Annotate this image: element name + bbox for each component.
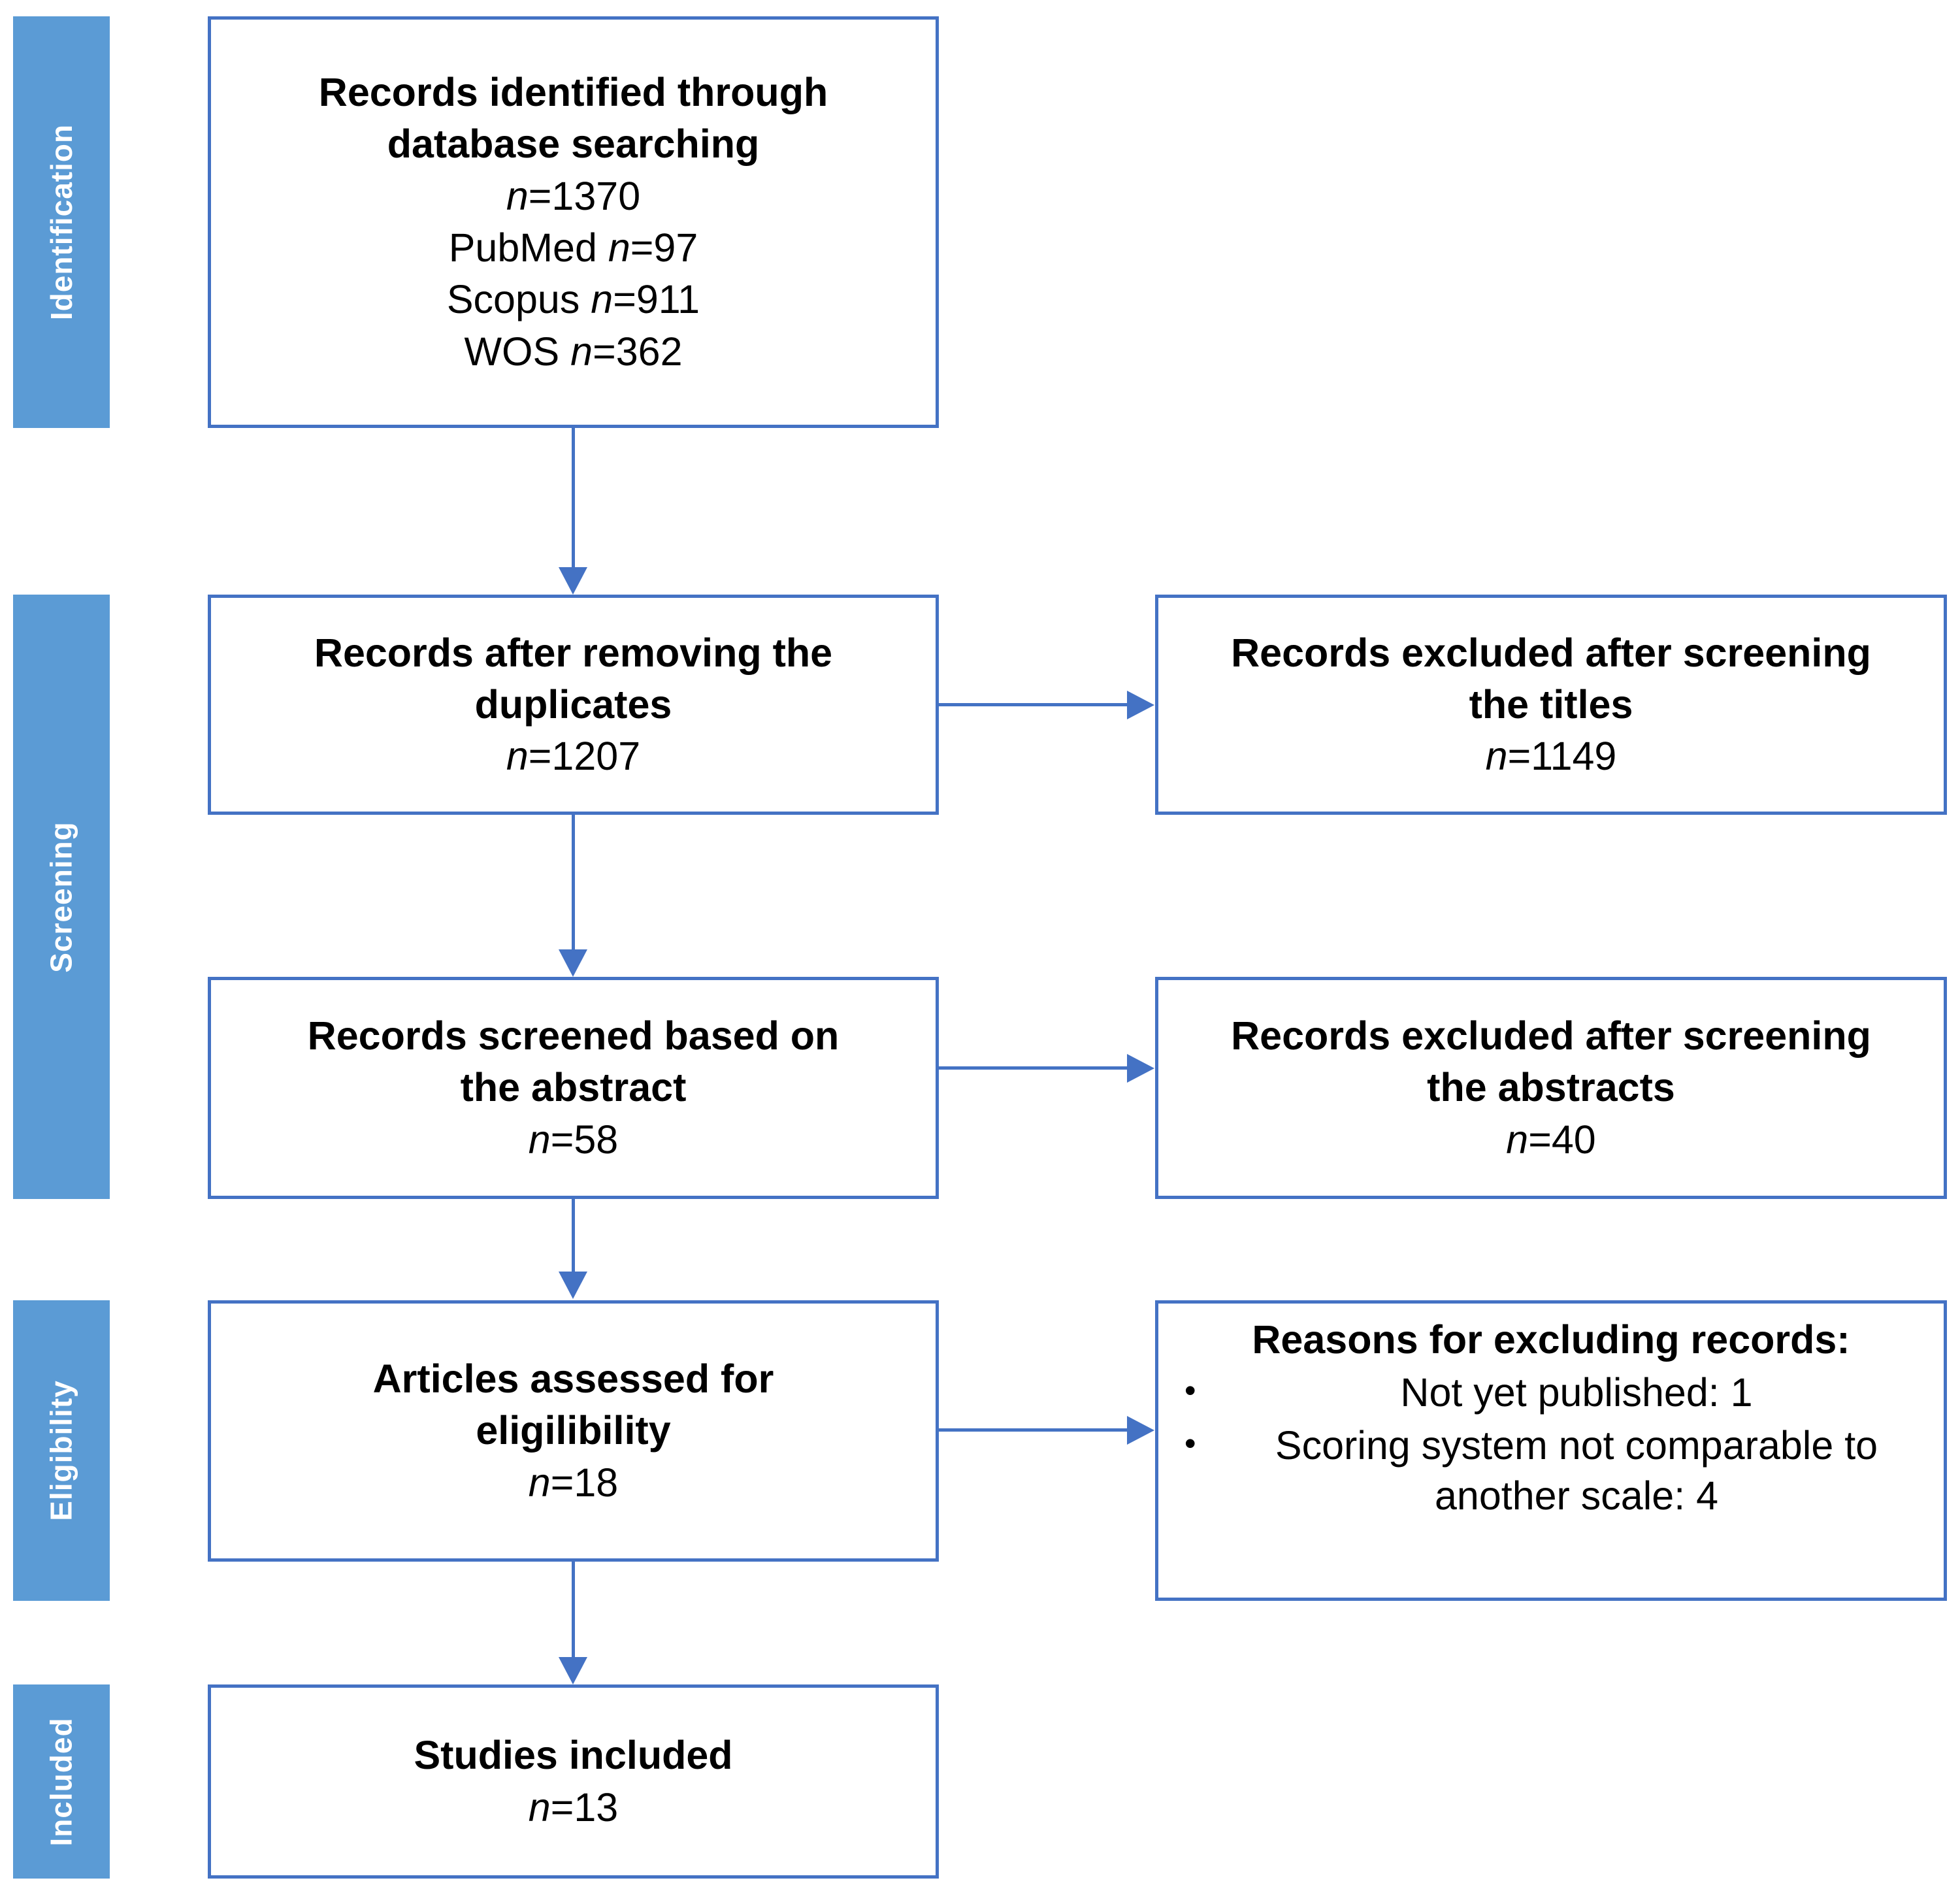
- after-duplicates-n: n=1207: [506, 731, 640, 782]
- stage-label-screening: Screening: [44, 821, 79, 973]
- screened-abstract-n: n=58: [529, 1114, 618, 1166]
- after-duplicates-title-line1: Records after removing the: [314, 630, 833, 675]
- source-name-pubmed: PubMed: [448, 225, 608, 270]
- reasons-item-text: Scoring system not comparable to another…: [1275, 1423, 1878, 1519]
- connector-duplicates-to-excluded-titles-line: [939, 703, 1128, 706]
- connector-abstract-to-excluded-abstracts-arrow: [1127, 1054, 1154, 1083]
- stage-bar-screening: Screening: [13, 595, 110, 1199]
- connector-eligibility-to-reasons-line: [939, 1428, 1128, 1432]
- n-italic: n: [528, 1117, 551, 1162]
- connector-abstract-to-excluded-abstracts-line: [939, 1066, 1128, 1070]
- records-identified-source-wos: WOS n=362: [464, 326, 682, 378]
- stage-label-identification: Identification: [44, 123, 79, 321]
- source-name-scopus: Scopus: [446, 277, 591, 322]
- connector-eligibility-to-included-arrow: [559, 1657, 587, 1684]
- eligibility-assessed-line2: eligilibility: [476, 1408, 671, 1453]
- stage-label-eligibility: Eligibility: [44, 1380, 78, 1521]
- stage-bar-included: Included: [13, 1684, 110, 1879]
- reasons-list-item: • Not yet published: 1: [1174, 1368, 1928, 1418]
- studies-included-line1: Studies included: [414, 1733, 733, 1778]
- stage-bar-eligibility: Eligibility: [13, 1300, 110, 1601]
- n-italic: n: [528, 1784, 551, 1830]
- reasons-heading: Reasons for excluding records:: [1252, 1317, 1850, 1362]
- reasons-list: • Not yet published: 1 • Scoring system …: [1174, 1368, 1928, 1524]
- after-duplicates-title-line2: duplicates: [474, 682, 672, 727]
- excluded-abstracts-line2: the abstracts: [1427, 1065, 1675, 1110]
- excluded-abstracts-n: n=40: [1506, 1114, 1595, 1166]
- box-records-screened-abstract: Records screened based on the abstract n…: [208, 977, 939, 1199]
- source-name-wos: WOS: [464, 329, 571, 374]
- records-identified-title-line2: database searching: [387, 122, 760, 167]
- records-identified-title-line1: Records identified through: [318, 70, 828, 115]
- bullet-icon: •: [1184, 1372, 1196, 1409]
- connector-duplicates-to-excluded-titles-arrow: [1127, 691, 1154, 719]
- box-reasons-for-excluding: Reasons for excluding records: • Not yet…: [1155, 1300, 1947, 1601]
- eligibility-assessed-line1: Articles assessed for: [372, 1356, 774, 1402]
- stage-label-included: Included: [44, 1717, 78, 1847]
- records-identified-total: n=1370: [506, 171, 640, 222]
- reasons-list-item: • Scoring system not comparable to anoth…: [1174, 1421, 1928, 1521]
- n-italic: n: [506, 173, 529, 218]
- excluded-titles-n-value: =1149: [1507, 734, 1617, 779]
- excluded-titles-line2: the titles: [1469, 682, 1633, 727]
- box-records-excluded-titles: Records excluded after screening the tit…: [1155, 595, 1947, 815]
- n-italic: n: [608, 225, 630, 270]
- source-value-scopus: =911: [613, 277, 700, 322]
- records-identified-source-scopus: Scopus n=911: [447, 274, 700, 325]
- box-records-excluded-abstracts: Records excluded after screening the abs…: [1155, 977, 1947, 1199]
- connector-duplicates-to-abstract-line: [572, 815, 575, 952]
- connector-identified-to-duplicates-line: [572, 428, 575, 568]
- connector-abstract-to-eligibility-line: [572, 1199, 575, 1273]
- source-value-wos: =362: [593, 329, 683, 374]
- studies-included-n-value: =13: [550, 1784, 619, 1830]
- n-italic: n: [528, 1460, 551, 1505]
- n-italic: n: [506, 734, 529, 779]
- connector-identified-to-duplicates-arrow: [559, 567, 587, 595]
- studies-included-n: n=13: [529, 1782, 618, 1833]
- eligibility-assessed-n: n=18: [529, 1457, 618, 1509]
- connector-duplicates-to-abstract-arrow: [559, 949, 587, 977]
- excluded-abstracts-n-value: =40: [1528, 1117, 1596, 1162]
- eligibility-assessed-n-value: =18: [550, 1460, 619, 1505]
- excluded-abstracts-line1: Records excluded after screening: [1231, 1013, 1871, 1059]
- after-duplicates-n-value: =1207: [528, 734, 641, 779]
- box-articles-assessed-eligibility: Articles assessed for eligilibility n=18: [208, 1300, 939, 1562]
- records-identified-source-pubmed: PubMed n=97: [449, 222, 698, 274]
- connector-eligibility-to-reasons-arrow: [1127, 1416, 1154, 1445]
- screened-abstract-n-value: =58: [550, 1117, 619, 1162]
- stage-bar-identification: Identification: [13, 16, 110, 428]
- box-records-identified: Records identified through database sear…: [208, 16, 939, 428]
- reasons-item-text: Not yet published: 1: [1400, 1370, 1753, 1415]
- screened-abstract-line1: Records screened based on: [307, 1013, 840, 1059]
- n-italic: n: [1485, 734, 1508, 779]
- excluded-titles-n: n=1149: [1486, 731, 1617, 782]
- source-value-pubmed: =97: [630, 225, 698, 270]
- n-italic: n: [570, 329, 593, 374]
- records-identified-total-value: =1370: [528, 173, 641, 218]
- connector-eligibility-to-included-line: [572, 1562, 575, 1658]
- excluded-titles-line1: Records excluded after screening: [1231, 630, 1871, 675]
- screened-abstract-line2: the abstract: [460, 1065, 687, 1110]
- n-italic: n: [591, 277, 613, 322]
- n-italic: n: [1506, 1117, 1529, 1162]
- box-studies-included: Studies included n=13: [208, 1684, 939, 1879]
- box-records-after-duplicates: Records after removing the duplicates n=…: [208, 595, 939, 815]
- connector-abstract-to-eligibility-arrow: [559, 1272, 587, 1299]
- bullet-icon: •: [1184, 1425, 1196, 1462]
